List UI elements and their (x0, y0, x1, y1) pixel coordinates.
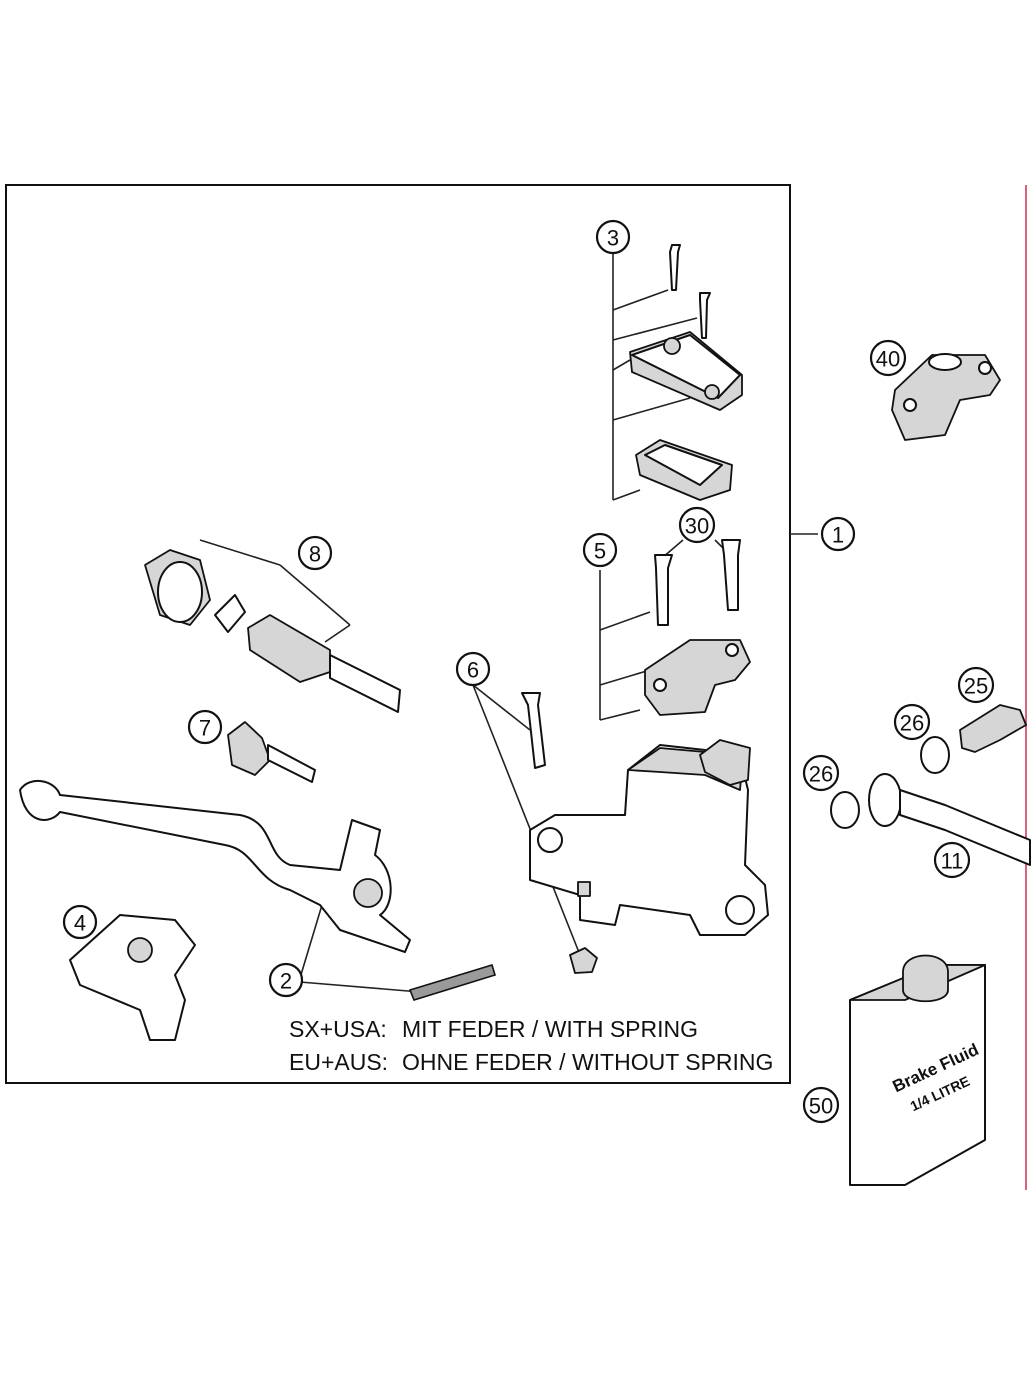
note-line1-region: SX+USA: (289, 1016, 387, 1042)
callout-26-upper: 26 (893, 703, 931, 741)
svg-text:26: 26 (809, 762, 833, 787)
svg-text:40: 40 (876, 347, 900, 372)
callout-3: 3 (595, 219, 631, 255)
callout-26-lower: 26 (802, 754, 840, 792)
note-line2-region: EU+AUS: (289, 1049, 388, 1075)
assembly-frame (5, 184, 791, 1084)
handlebar-clamp-40 (891, 353, 1001, 441)
svg-text:26: 26 (900, 711, 924, 736)
svg-text:50: 50 (809, 1094, 833, 1119)
callout-11: 11 (933, 841, 971, 879)
callout-6: 6 (455, 651, 491, 687)
callout-30: 30 (678, 506, 716, 544)
adjuster-7 (227, 721, 316, 783)
svg-text:8: 8 (309, 542, 321, 567)
handlebar-clamp-5 (644, 539, 751, 716)
svg-text:2: 2 (280, 969, 292, 994)
svg-text:11: 11 (941, 849, 964, 874)
svg-text:1: 1 (832, 523, 844, 548)
note-line2-text: OHNE FEDER / WITHOUT SPRING (402, 1049, 773, 1075)
lever-cover-4 (69, 914, 196, 1041)
brake-fluid-bottle: Brake Fluid 1/4 LITRE (849, 954, 986, 1186)
callout-50: 50 (802, 1086, 840, 1124)
spring-notes: SX+USA: MIT FEDER / WITH SPRING EU+AUS: … (289, 1016, 773, 1075)
svg-text:3: 3 (607, 226, 619, 251)
hose-fittings (830, 704, 1031, 866)
pivot-bolt-6 (521, 692, 598, 974)
piston-kit-8 (144, 549, 401, 713)
callout-5: 5 (582, 532, 618, 568)
svg-text:4: 4 (74, 911, 86, 936)
svg-text:25: 25 (964, 674, 988, 699)
callout-25: 25 (957, 666, 995, 704)
return-spring-2 (408, 964, 496, 1001)
svg-text:30: 30 (685, 514, 709, 539)
master-cylinder-body (529, 739, 769, 936)
callout-2: 2 (268, 962, 304, 998)
note-line1-text: MIT FEDER / WITH SPRING (402, 1016, 698, 1042)
svg-text:6: 6 (467, 658, 479, 683)
callout-4: 4 (62, 904, 98, 940)
callout-7: 7 (187, 709, 223, 745)
callout-40: 40 (869, 339, 907, 377)
callout-8: 8 (297, 535, 333, 571)
leader-lines (199, 254, 818, 993)
brake-lever (19, 780, 411, 953)
callout-1: 1 (820, 516, 856, 552)
reservoir-cover-group (629, 244, 743, 501)
svg-text:5: 5 (594, 539, 606, 564)
svg-text:7: 7 (199, 716, 211, 741)
